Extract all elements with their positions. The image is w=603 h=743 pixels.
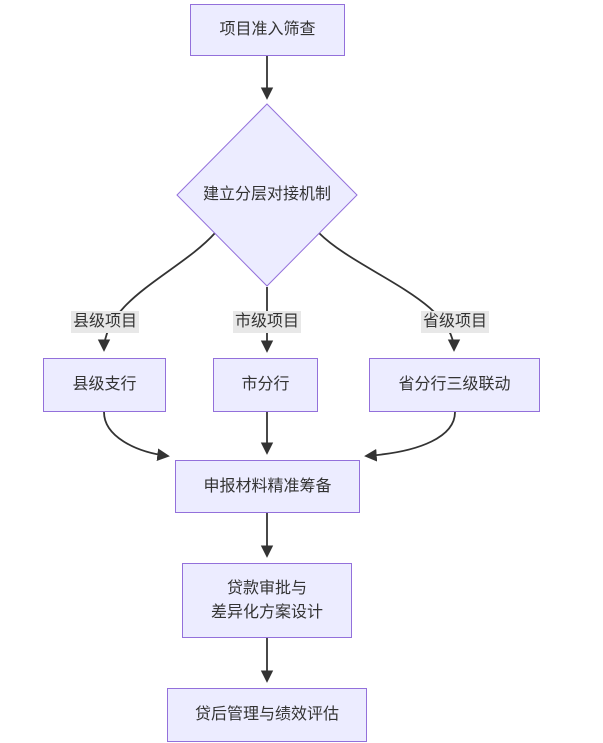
node-mechanism: 建立分层对接机制 (202, 186, 331, 203)
node-post-loan: 贷后管理与绩效评估 (167, 688, 367, 742)
edge-mechanism-to-county-branch (97, 232, 216, 352)
node-city-branch: 市分行 (213, 358, 318, 412)
edge-label-city: 市级项目 (232, 311, 302, 333)
edge-county-branch-to-preparation (103, 411, 170, 461)
edge-label-province: 省级项目 (420, 311, 490, 333)
edge-province-branch-to-preparation (364, 411, 456, 462)
edge-label-county: 县级项目 (70, 311, 140, 333)
decision-diamond-shape (176, 103, 358, 287)
node-preparation: 申报材料精准筹备 (175, 460, 360, 513)
node-county-branch: 县级支行 (43, 358, 166, 412)
node-province-branch: 省分行三级联动 (369, 358, 540, 412)
node-approval: 贷款审批与 差异化方案设计 (182, 563, 352, 638)
node-screening: 项目准入筛查 (190, 4, 345, 56)
